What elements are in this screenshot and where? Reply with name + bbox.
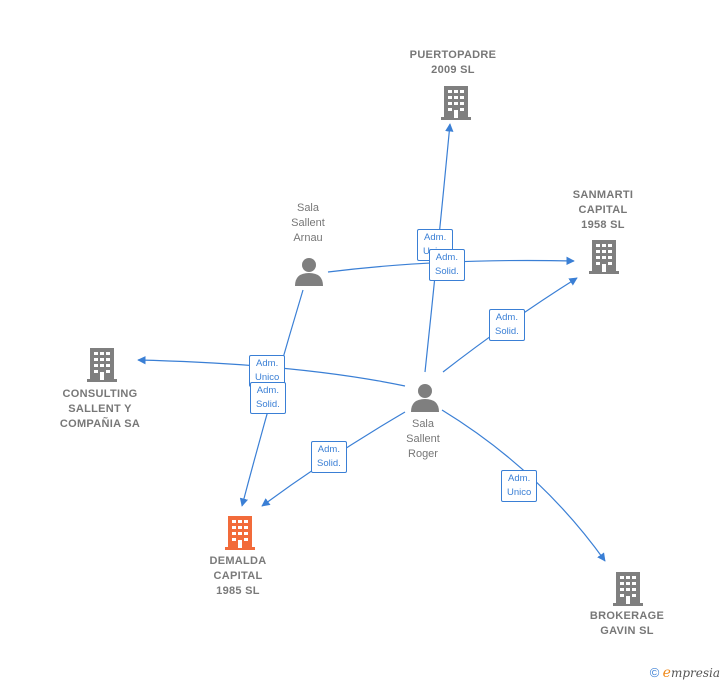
building-icon bbox=[441, 86, 471, 120]
edge-label-adm-unico[interactable]: Adm. Unico bbox=[249, 355, 286, 387]
node-label: Sala Sallent Arnau bbox=[291, 202, 325, 244]
person-icon bbox=[411, 384, 439, 412]
person-icon bbox=[295, 258, 323, 286]
edge-label-adm-solid[interactable]: Adm. Solid. bbox=[489, 309, 525, 341]
edge-label-adm-solid[interactable]: Adm. Solid. bbox=[250, 382, 286, 414]
brand-name: mpresia bbox=[670, 666, 720, 680]
edge-label-adm-solid[interactable]: Adm. Solid. bbox=[311, 441, 347, 473]
edge-label-adm-unico[interactable]: Adm. Unico bbox=[501, 470, 538, 502]
node-label: BROKERAGE GAVIN SL bbox=[589, 610, 665, 637]
building-icon bbox=[589, 240, 619, 274]
node-label: SANMARTI CAPITAL 1958 SL bbox=[572, 189, 634, 231]
node-label: CONSULTING SALLENT Y COMPAÑIA SA bbox=[59, 388, 141, 430]
building-icon bbox=[613, 572, 643, 606]
empresia-logo[interactable]: © empresia bbox=[650, 665, 720, 681]
edge-label-adm-solid[interactable]: Adm. Solid. bbox=[429, 249, 465, 281]
copyright-icon: © bbox=[649, 665, 660, 680]
node-label: Sala Sallent Roger bbox=[406, 418, 440, 460]
building-icon bbox=[225, 516, 255, 550]
node-label: PUERTOPADRE 2009 SL bbox=[409, 49, 497, 76]
edge-roger-consulting bbox=[137, 355, 406, 387]
node-label: DEMALDA CAPITAL 1985 SL bbox=[209, 555, 267, 597]
brand-initial: e bbox=[662, 665, 671, 681]
building-icon bbox=[87, 348, 117, 382]
